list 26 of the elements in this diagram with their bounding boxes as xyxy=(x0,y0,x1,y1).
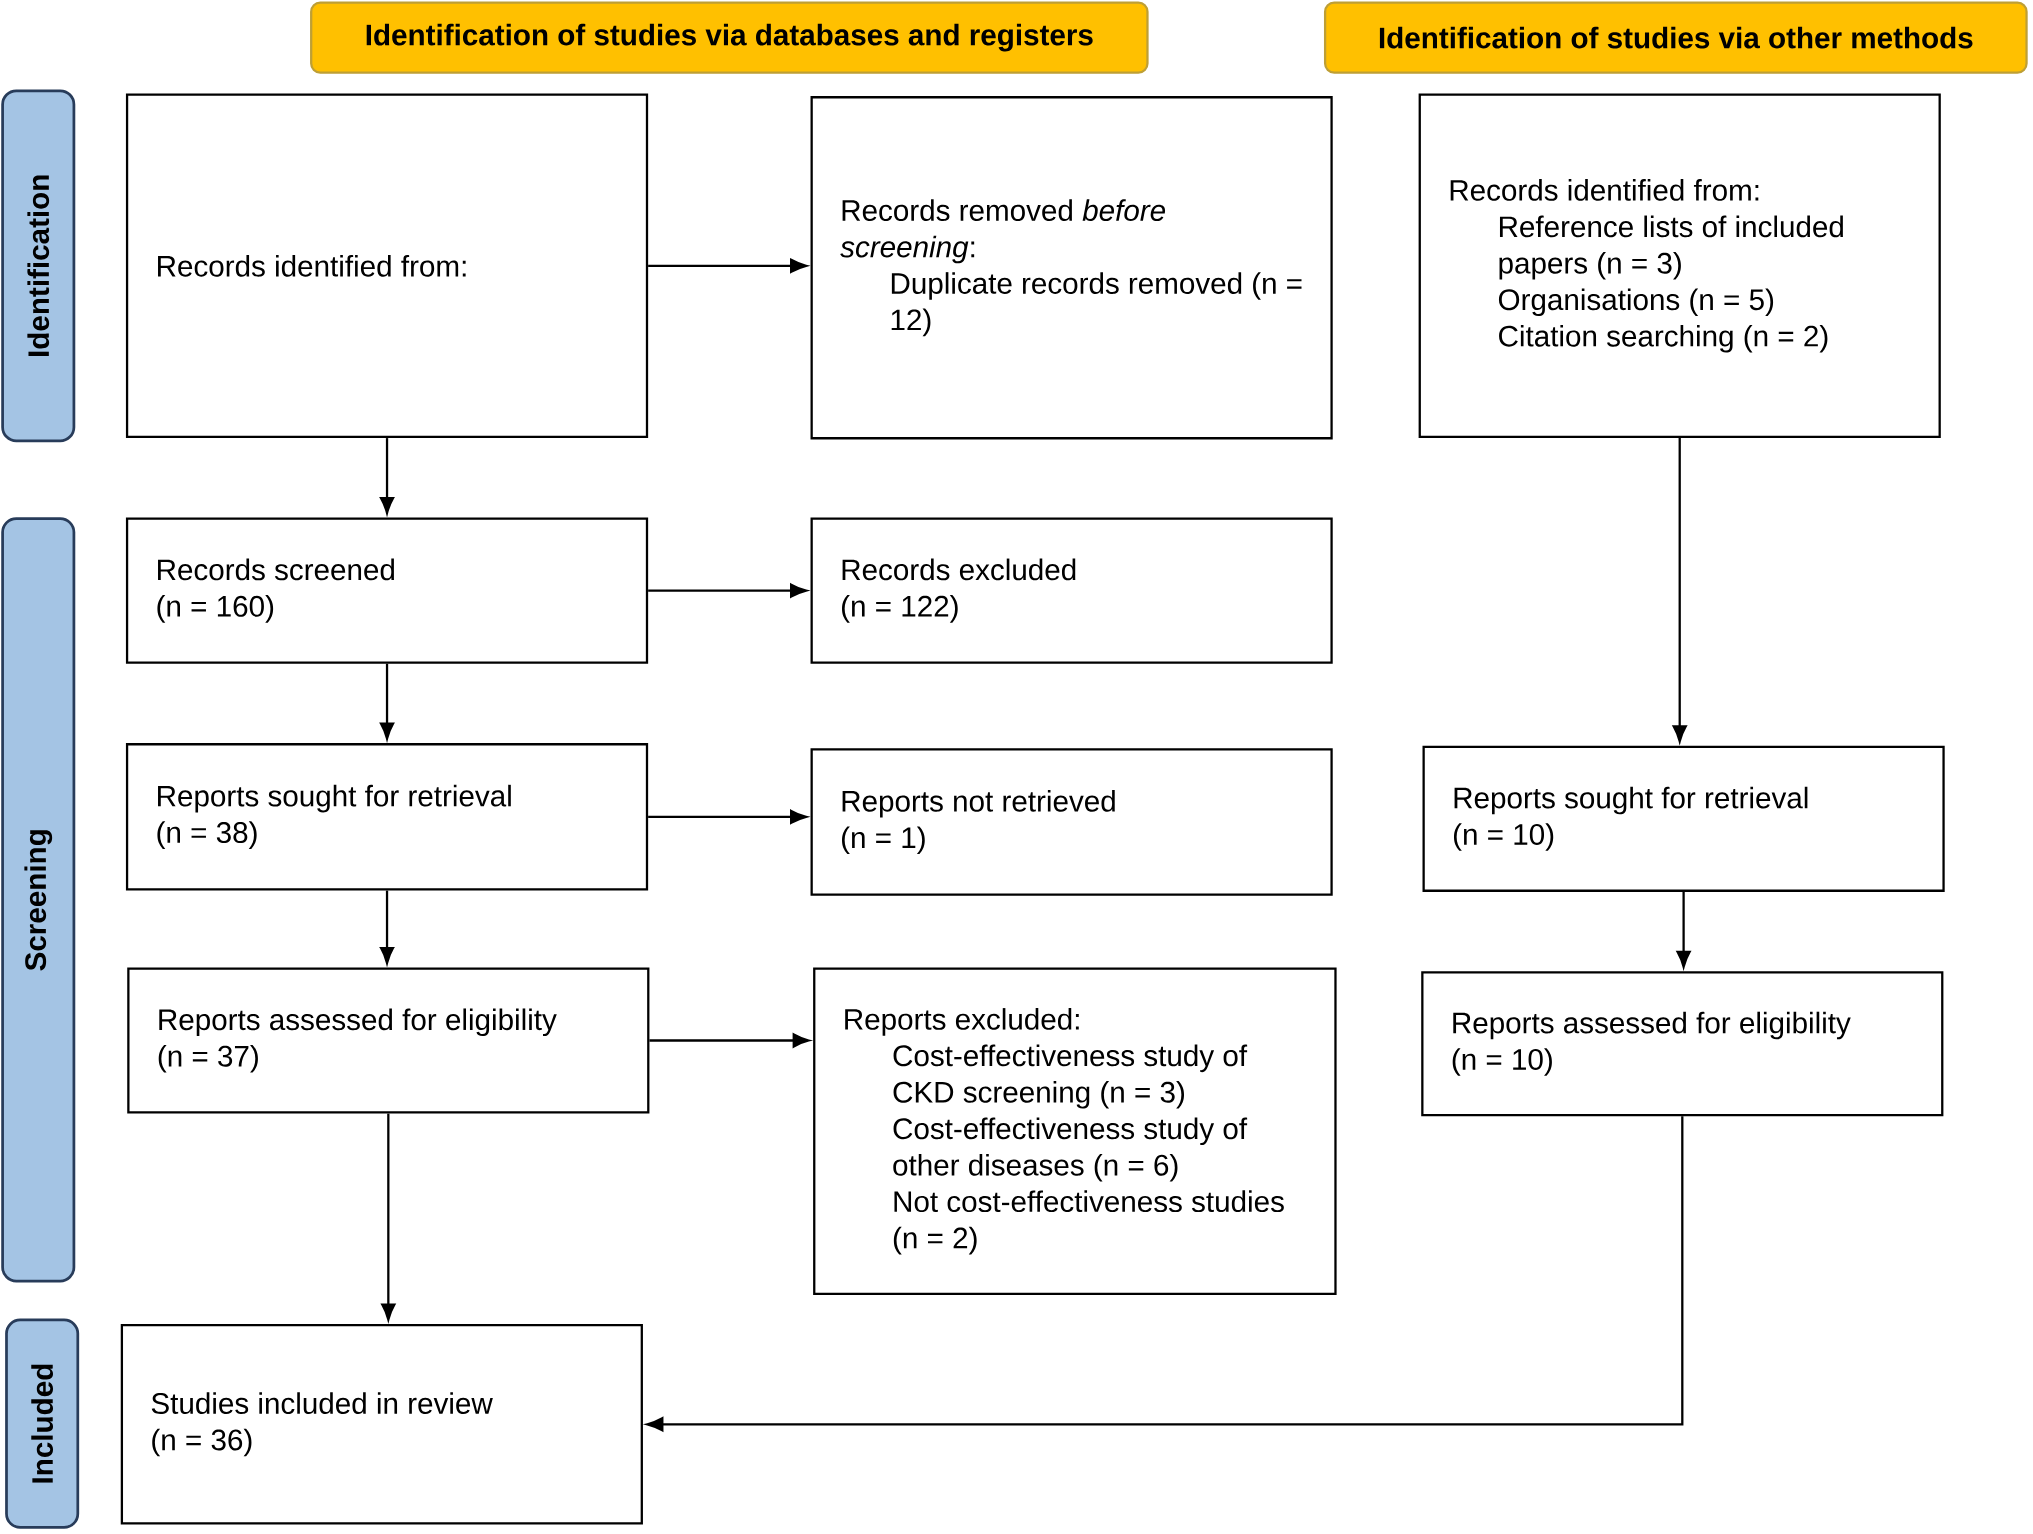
process-box: Studies included in review (n = 36) xyxy=(120,1324,643,1525)
arrow xyxy=(379,890,395,965)
arrow xyxy=(1672,438,1687,743)
process-box: Records screened (n = 160) xyxy=(125,517,649,664)
arrow xyxy=(648,258,808,273)
process-box: Reports excluded: Cost-effectiveness study of CKD screening (n = 3) Cost-effectiveness study of other diseases (n = 6) Not cost-effectiveness studies (n = 2) xyxy=(813,967,1337,1296)
header-banner: Identification of studies via databases and registers xyxy=(310,1,1149,74)
arrow xyxy=(648,583,808,598)
process-box: Records identified from: xyxy=(125,93,649,439)
phase-label-bar: Included xyxy=(5,1318,80,1529)
phase-label-bar: Identification xyxy=(1,89,76,443)
arrow xyxy=(646,1116,1684,1432)
arrow xyxy=(381,1113,396,1321)
process-box: Reports sought for retrieval (n = 10) xyxy=(1422,745,1945,892)
process-box: Records removed before screening: Duplicate records removed (n = 12) xyxy=(810,96,1333,440)
arrow xyxy=(379,663,395,740)
process-box: Reports sought for retrieval (n = 38) xyxy=(125,743,649,891)
process-box: Records excluded (n = 122) xyxy=(810,517,1333,664)
process-box: Reports assessed for eligibility (n = 37) xyxy=(127,967,650,1114)
phase-label-bar: Screening xyxy=(1,517,76,1283)
process-box: Reports not retrieved (n = 1) xyxy=(810,748,1333,896)
arrow xyxy=(648,809,808,824)
process-box: Records identified from: Reference lists of included papers (n = 3) Organisations (n = 5) Citation searching (n = 2) xyxy=(1418,93,1941,439)
process-box: Reports assessed for eligibility (n = 10) xyxy=(1421,971,1944,1117)
arrow xyxy=(379,438,395,515)
header-banner: Identification of studies via other methods xyxy=(1323,1,2028,74)
